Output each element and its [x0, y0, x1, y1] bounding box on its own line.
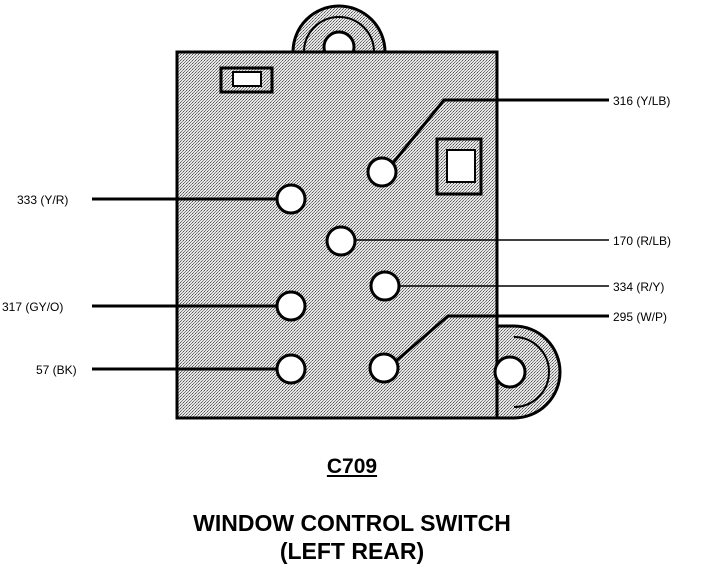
leader-316	[391, 98, 609, 164]
pin-334	[369, 270, 401, 302]
pin-333	[275, 183, 307, 215]
pin-label-333: 333 (Y/R)	[17, 193, 68, 207]
pin-57	[275, 353, 307, 385]
pin-316	[366, 156, 398, 188]
pin-label-334: 334 (R/Y)	[613, 280, 664, 294]
pin-label-295: 295 (W/P)	[613, 310, 667, 324]
connector-id: C709	[326, 455, 378, 478]
pin-label-57: 57 (BK)	[36, 363, 77, 377]
pin-295	[368, 352, 400, 384]
leader-295	[395, 314, 609, 363]
pin-label-317: 317 (GY/O)	[2, 300, 63, 314]
pin-170	[325, 225, 357, 257]
keying-block	[435, 137, 483, 196]
pin-317	[275, 290, 307, 322]
pin-label-170: 170 (R/LB)	[613, 234, 671, 248]
locking-tab	[219, 66, 274, 94]
diagram-subtitle: (LEFT REAR)	[279, 538, 425, 564]
pin-label-316: 316 (Y/LB)	[613, 94, 670, 108]
diagram-title: WINDOW CONTROL SWITCH	[193, 510, 511, 536]
pins	[275, 156, 401, 385]
leader-lines	[92, 98, 609, 371]
right-mounting-ear	[493, 324, 562, 420]
